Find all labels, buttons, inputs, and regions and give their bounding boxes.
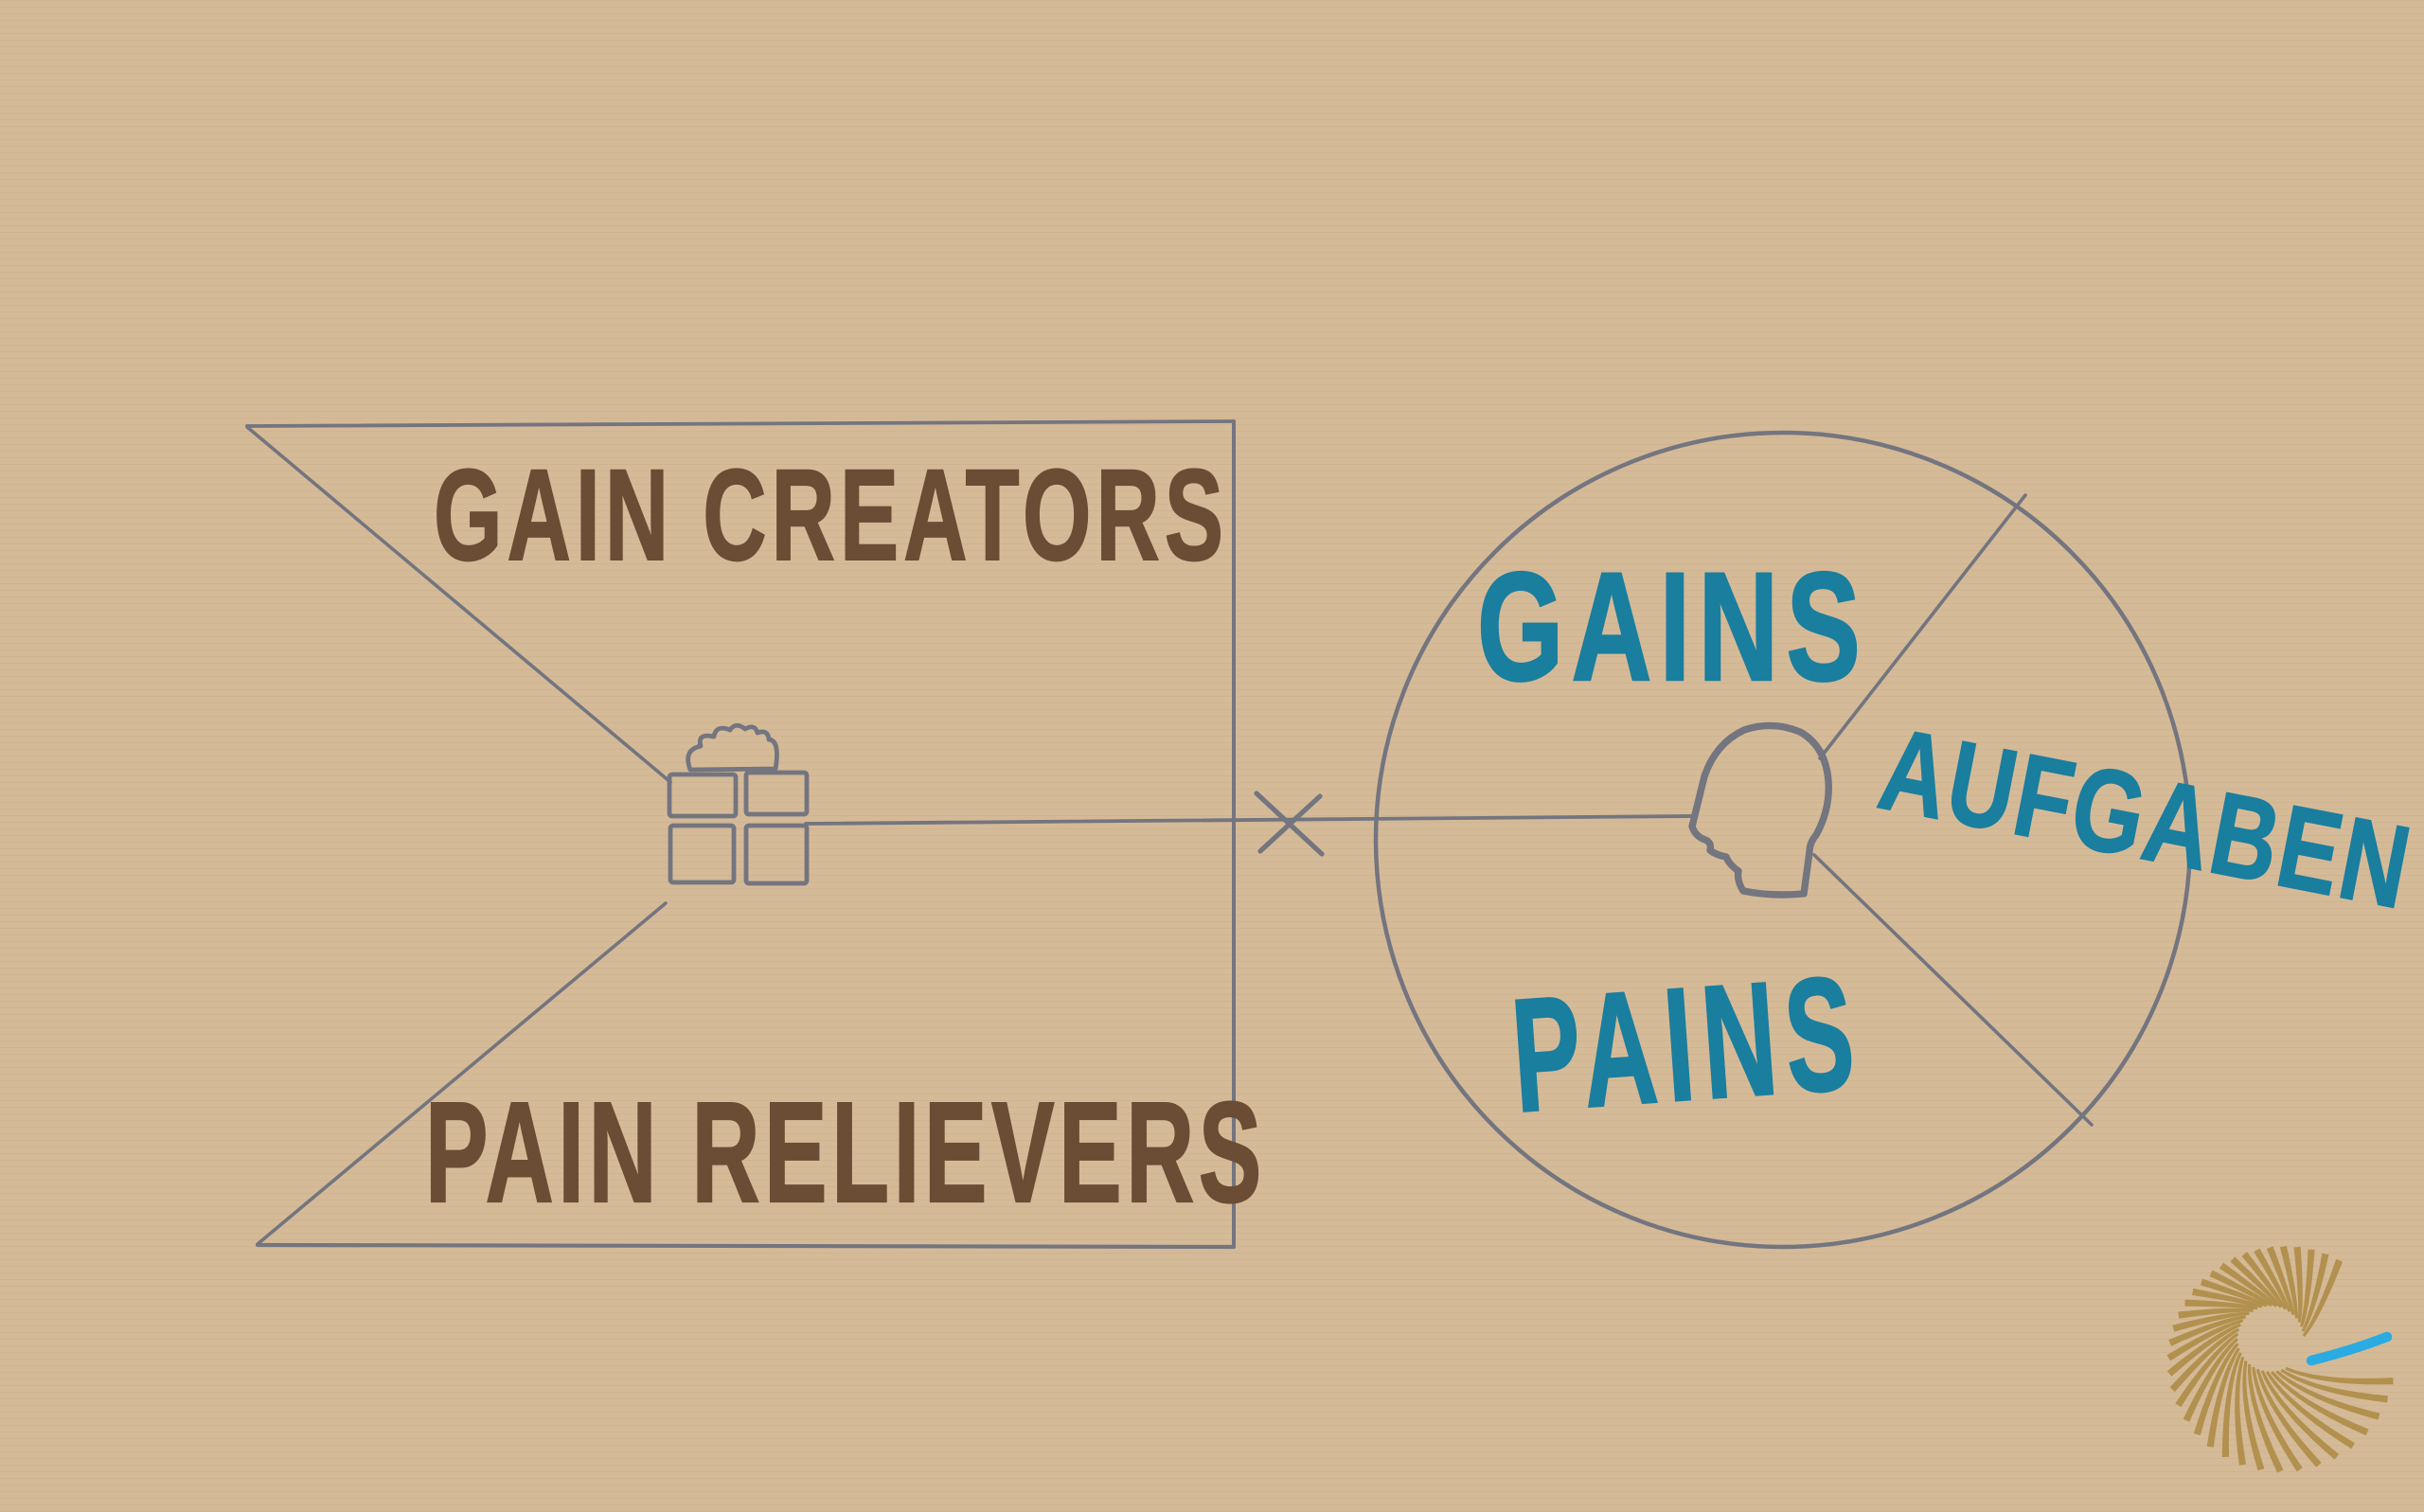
svg-text:PAINS: PAINS — [1506, 942, 1868, 1147]
svg-text:GAINS: GAINS — [1477, 541, 1868, 713]
svg-text:GAIN CREATORS: GAIN CREATORS — [434, 442, 1228, 587]
svg-text:AUFGABEN: AUFGABEN — [1870, 702, 2422, 934]
svg-text:PAIN RELIEVERS: PAIN RELIEVERS — [425, 1073, 1266, 1233]
